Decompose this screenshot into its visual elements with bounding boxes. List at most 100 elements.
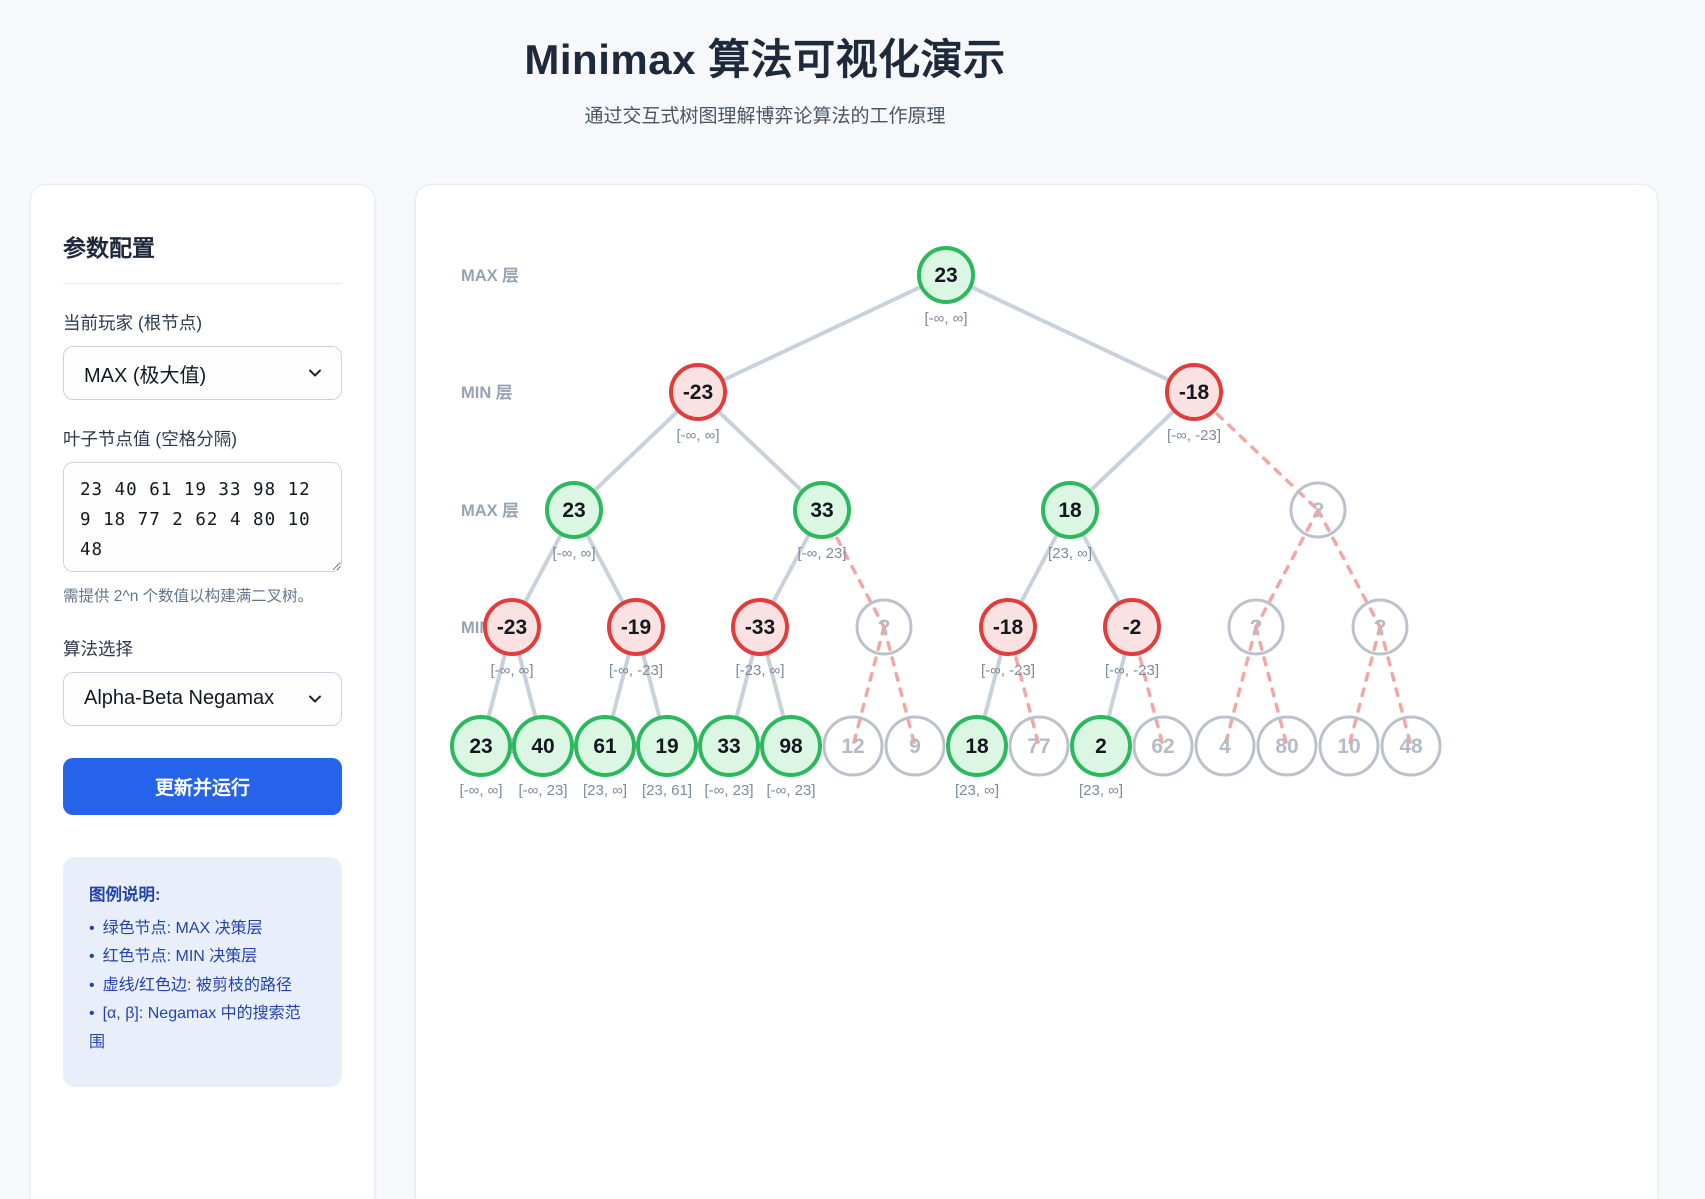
svg-text:[-∞, -23]: [-∞, -23]	[981, 662, 1035, 679]
bullet-icon: •	[89, 919, 95, 937]
tree-node-l3-1[interactable]: 33 [-∞, 23]	[793, 481, 851, 562]
svg-text:2: 2	[1095, 735, 1107, 758]
svg-text:-19: -19	[621, 616, 651, 639]
legend-box: 图例说明: •绿色节点: MAX 决策层 •红色节点: MIN 决策层 •虚线/…	[63, 856, 342, 1088]
tree-panel: MAX 层 MIN 层 MAX 层 MIN 层 MAX 层 23 [-∞, ∞]…	[415, 184, 1658, 1199]
layer-labels: MAX 层 MIN 层 MAX 层 MIN 层 MAX 层	[461, 266, 519, 756]
svg-text:[-∞, ∞]: [-∞, ∞]	[552, 545, 595, 562]
tree-leaf-0[interactable]: 23 [-∞, ∞]	[450, 715, 512, 799]
algorithm-select-value: Alpha-Beta Negamax	[84, 687, 275, 710]
bullet-icon: •	[89, 1005, 95, 1023]
chevron-down-icon	[309, 369, 321, 377]
svg-text:[-∞, -23]: [-∞, -23]	[1167, 427, 1221, 444]
player-select[interactable]: MAX (极大值)	[63, 346, 342, 400]
tree-leaf-7[interactable]: 9	[884, 715, 946, 777]
svg-text:98: 98	[779, 735, 803, 758]
page-header: Minimax 算法可视化演示 通过交互式树图理解博弈论算法的工作原理	[0, 0, 1530, 128]
tree-leaf-3[interactable]: 19 [23, 61]	[636, 715, 698, 799]
svg-text:?: ?	[1374, 616, 1387, 639]
legend-item: •红色节点: MIN 决策层	[89, 948, 258, 966]
tree-node-l3-2[interactable]: 18 [23, ∞]	[1041, 481, 1099, 562]
svg-text:-33: -33	[745, 616, 775, 639]
player-label: 当前玩家 (根节点)	[63, 313, 203, 333]
tree-leaf-2[interactable]: 61 [23, ∞]	[574, 715, 636, 799]
tree-node-l4-0[interactable]: -23 [-∞, ∞]	[483, 598, 541, 679]
tree-node-l4-4[interactable]: -18 [-∞, -23]	[979, 598, 1037, 679]
main-layout: 参数配置 当前玩家 (根节点) MAX (极大值) 叶子节点值 (空格分隔) 2…	[0, 184, 1705, 1199]
tree-leaf-6[interactable]: 12	[822, 715, 884, 777]
tree-leaf-8[interactable]: 18 [23, ∞]	[946, 715, 1008, 799]
tree-node-root[interactable]: 23 [-∞, ∞]	[917, 246, 975, 327]
tree-node-l2-1[interactable]: -18 [-∞, -23]	[1165, 363, 1223, 444]
layer-label-max-2: MAX 层	[461, 501, 519, 520]
svg-text:?: ?	[1312, 499, 1325, 522]
tree-node-l4-5[interactable]: -2 [-∞, -23]	[1103, 598, 1161, 679]
svg-text:[-∞, -23]: [-∞, -23]	[609, 662, 663, 679]
svg-text:[23, ∞]: [23, ∞]	[583, 782, 627, 799]
config-panel: 参数配置 当前玩家 (根节点) MAX (极大值) 叶子节点值 (空格分隔) 2…	[30, 184, 375, 1199]
tree-canvas: MAX 层 MIN 层 MAX 层 MIN 层 MAX 层 23 [-∞, ∞]…	[450, 246, 1442, 799]
algorithm-select[interactable]: Alpha-Beta Negamax	[63, 671, 342, 726]
svg-text:10: 10	[1337, 735, 1360, 758]
bullet-icon: •	[89, 948, 95, 966]
legend-item: •虚线/红色边: 被剪枝的路径	[89, 976, 292, 994]
svg-text:[-∞, ∞]: [-∞, ∞]	[676, 427, 719, 444]
tree-node-l4-1[interactable]: -19 [-∞, -23]	[607, 598, 665, 679]
tree-leaf-12[interactable]: 4	[1194, 715, 1256, 777]
svg-text:?: ?	[1250, 616, 1263, 639]
tree-node-l4-7[interactable]: ?	[1351, 598, 1409, 656]
tree-node-l2-0[interactable]: -23 [-∞, ∞]	[669, 363, 727, 444]
svg-text:-23: -23	[683, 381, 713, 404]
tree-leaf-4[interactable]: 33 [-∞, 23]	[698, 715, 760, 799]
tree-leaf-9[interactable]: 77	[1008, 715, 1070, 777]
bullet-icon: •	[89, 976, 95, 994]
svg-text:61: 61	[593, 735, 617, 758]
svg-text:33: 33	[810, 499, 833, 522]
svg-text:77: 77	[1027, 735, 1050, 758]
svg-text:18: 18	[965, 735, 989, 758]
svg-text:12: 12	[841, 735, 864, 758]
legend-title: 图例说明:	[89, 885, 161, 904]
leaf-values-hint: 需提供 2^n 个数值以构建满二叉树。	[63, 588, 314, 605]
svg-text:?: ?	[878, 616, 891, 639]
run-button[interactable]: 更新并运行	[63, 757, 342, 815]
tree-leaf-1[interactable]: 40 [-∞, 23]	[512, 715, 574, 799]
page-title: Minimax 算法可视化演示	[524, 36, 1006, 83]
svg-text:[-∞, ∞]: [-∞, ∞]	[924, 310, 967, 327]
svg-text:-2: -2	[1123, 616, 1142, 639]
tree-leaf-11[interactable]: 62	[1132, 715, 1194, 777]
svg-text:48: 48	[1399, 735, 1423, 758]
tree-node-l4-3[interactable]: ?	[855, 598, 913, 656]
svg-text:[-∞, -23]: [-∞, -23]	[1105, 662, 1159, 679]
tree-leaf-13[interactable]: 80	[1256, 715, 1318, 777]
tree-node-l4-6[interactable]: ?	[1227, 598, 1285, 656]
tree-node-l4-2[interactable]: -33 [-23, ∞]	[731, 598, 789, 679]
tree-leaf-15[interactable]: 48	[1380, 715, 1442, 777]
svg-text:23: 23	[469, 735, 492, 758]
tree-leaf-14[interactable]: 10	[1318, 715, 1380, 777]
svg-text:[-∞, 23]: [-∞, 23]	[766, 782, 815, 799]
tree-node-l3-3[interactable]: ?	[1289, 481, 1347, 539]
svg-text:23: 23	[934, 264, 957, 287]
tree-node-l3-0[interactable]: 23 [-∞, ∞]	[545, 481, 603, 562]
svg-text:62: 62	[1151, 735, 1174, 758]
svg-text:-23: -23	[497, 616, 527, 639]
leaf-values-input[interactable]: 23 40 61 19 33 98 12 9 18 77 2 62 4 80 1…	[63, 462, 342, 572]
tree-leaf-5[interactable]: 98 [-∞, 23]	[760, 715, 822, 799]
svg-text:19: 19	[655, 735, 678, 758]
svg-text:18: 18	[1058, 499, 1082, 522]
svg-text:-18: -18	[993, 616, 1024, 639]
svg-text:40: 40	[531, 735, 554, 758]
svg-text:-18: -18	[1179, 381, 1210, 404]
tree-leaf-10[interactable]: 2 [23, ∞]	[1070, 715, 1132, 799]
svg-text:[23, ∞]: [23, ∞]	[955, 782, 999, 799]
legend-item: •[α, β]: Negamax 中的搜索范围	[89, 1005, 301, 1051]
svg-text:9: 9	[909, 735, 921, 758]
svg-text:[-∞, 23]: [-∞, 23]	[797, 545, 846, 562]
svg-text:4: 4	[1219, 735, 1231, 758]
svg-text:[-∞, 23]: [-∞, 23]	[518, 782, 567, 799]
divider	[63, 283, 342, 284]
svg-text:[-∞, ∞]: [-∞, ∞]	[459, 782, 502, 799]
svg-text:[23, 61]: [23, 61]	[642, 782, 692, 799]
svg-text:[23, ∞]: [23, ∞]	[1048, 545, 1092, 562]
